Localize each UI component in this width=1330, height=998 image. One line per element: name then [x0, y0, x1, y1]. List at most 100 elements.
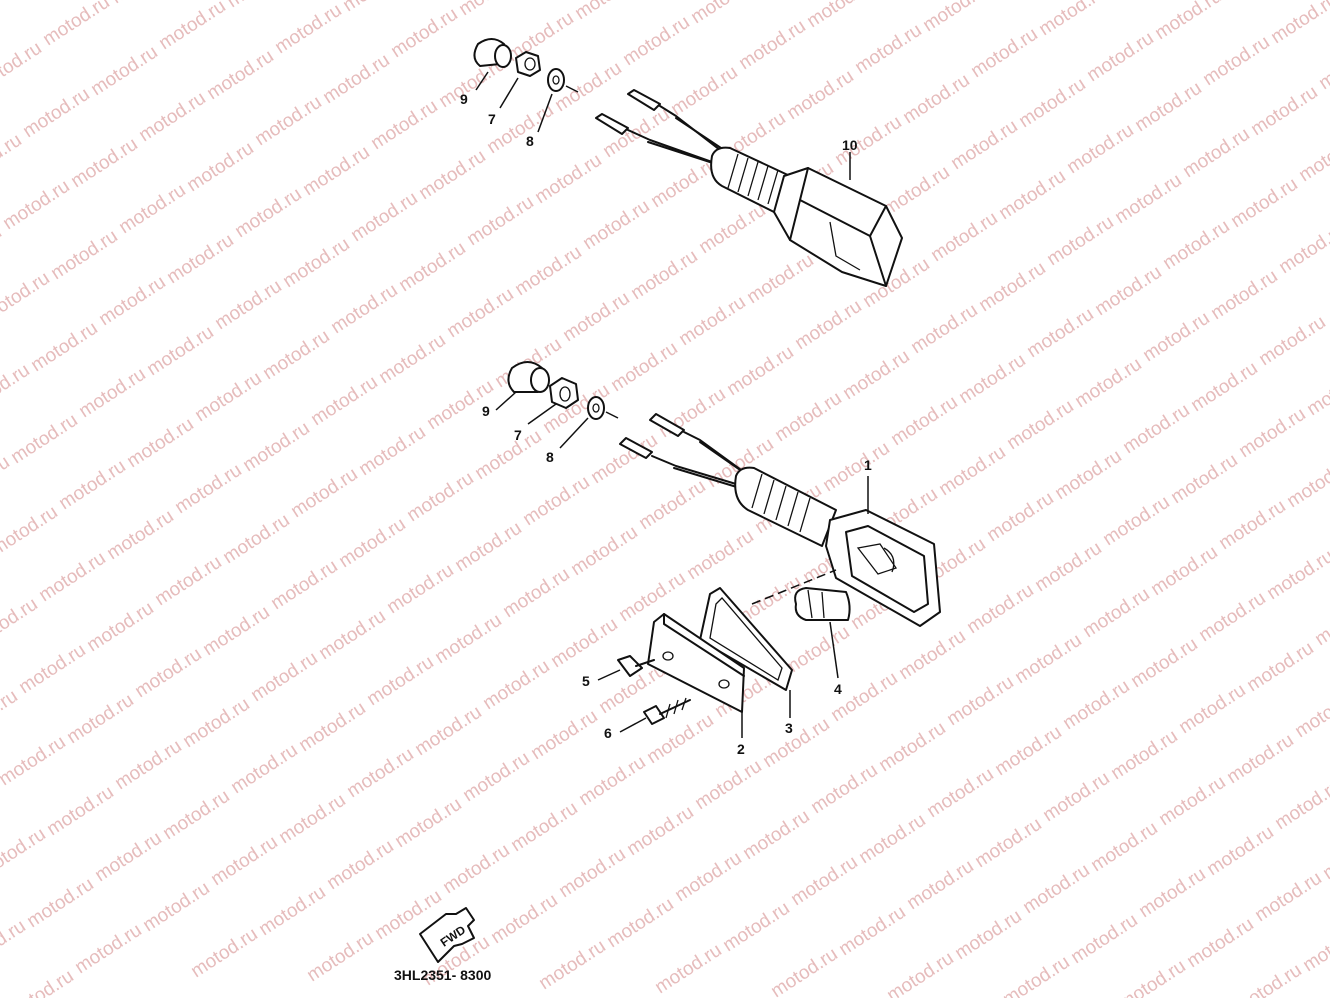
lower-screw-5 — [617, 655, 655, 677]
watermark-text: motod.ru — [459, 748, 533, 806]
callout-lower-1: 1 — [864, 457, 872, 473]
watermark-text: motod.ru — [1251, 868, 1325, 926]
watermark-text: motod.ru — [383, 560, 457, 618]
watermark-text: motod.ru — [27, 318, 101, 376]
watermark-text: motod.ru — [1223, 730, 1297, 788]
watermark-text: motod.ru — [691, 756, 765, 814]
watermark-text: motod.ru — [0, 176, 74, 234]
watermark-text: motod.ru — [1187, 358, 1261, 416]
lower-gasket-3 — [699, 587, 793, 691]
watermark-text: motod.ru — [791, 296, 865, 354]
watermark-text: motod.ru — [1195, 588, 1269, 646]
watermark-text: motod.ru — [339, 0, 413, 16]
watermark-text: motod.ru — [0, 268, 54, 326]
watermark-text: motod.ru — [1167, 450, 1241, 508]
watermark-text: motod.ru — [1207, 266, 1281, 324]
watermark-text: motod.ru — [143, 322, 217, 380]
watermark-text: motod.ru — [1319, 826, 1330, 884]
watermark-text: motod.ru — [463, 192, 537, 250]
callout-upper-8: 8 — [526, 133, 534, 149]
watermark-text: motod.ru — [91, 828, 165, 886]
watermark-text: motod.ru — [571, 0, 645, 24]
watermark-text: motod.ru — [759, 714, 833, 772]
watermark-text: motod.ru — [223, 0, 297, 12]
watermark-text: motod.ru — [431, 610, 505, 668]
watermark-text: motod.ru — [971, 814, 1045, 872]
watermark-text: motod.ru — [835, 902, 909, 960]
watermark-text: motod.ru — [687, 0, 761, 28]
watermark-text: motod.ru — [503, 8, 577, 66]
watermark-text: motod.ru — [567, 522, 641, 580]
watermark-text: motod.ru — [271, 0, 345, 58]
watermark-text: motod.ru — [43, 782, 117, 840]
watermark-text: motod.ru — [0, 916, 30, 974]
watermark-text: motod.ru — [695, 200, 769, 258]
watermark-text: motod.ru — [1011, 630, 1085, 688]
watermark-text: motod.ru — [335, 514, 409, 572]
watermark-text: motod.ru — [179, 694, 253, 752]
watermark-text: motod.ru — [1059, 676, 1133, 734]
watermark-text: motod.ru — [1043, 212, 1117, 270]
watermark-text: motod.ru — [907, 300, 981, 358]
watermark-text: motod.ru — [55, 456, 129, 514]
watermark-text: motod.ru — [995, 166, 1069, 224]
watermark-text: motod.ru — [771, 388, 845, 446]
watermark-text: motod.ru — [227, 740, 301, 798]
watermark-text: motod.ru — [963, 580, 1037, 638]
watermark-text: motod.ru — [1087, 818, 1161, 876]
watermark-text: motod.ru — [899, 70, 973, 128]
watermark-text: motod.ru — [767, 944, 841, 998]
watermark-text: motod.ru — [851, 20, 925, 78]
watermark-text: motod.ru — [35, 548, 109, 606]
lower-bulb-4 — [794, 587, 851, 621]
watermark-text: motod.ru — [1071, 354, 1145, 412]
watermark-text: motod.ru — [307, 372, 381, 430]
watermark-text: motod.ru — [0, 686, 22, 744]
watermark-text: motod.ru — [1283, 454, 1330, 512]
upper-nut-7 — [515, 51, 541, 77]
watermark-text: motod.ru — [1275, 220, 1330, 278]
watermark-text: motod.ru — [1183, 914, 1257, 972]
callout-lower-5: 5 — [582, 673, 590, 689]
watermark-text: motod.ru — [1159, 216, 1233, 274]
watermark-text: motod.ru — [927, 208, 1001, 266]
watermark-text: motod.ru — [183, 138, 257, 196]
lower-lens-2 — [647, 613, 745, 713]
watermark-text: motod.ru — [875, 718, 949, 776]
watermark-text: motod.ru — [1131, 78, 1205, 136]
watermark-text: motod.ru — [667, 62, 741, 120]
watermark-text: motod.ru — [955, 350, 1029, 408]
upper-turn-signal-assembly: 9 7 8 10 — [460, 38, 903, 287]
watermark-text: motod.ru — [1099, 492, 1173, 550]
watermark-text: motod.ru — [1063, 120, 1137, 178]
watermark-text: motod.ru — [0, 594, 42, 652]
watermark-text: motod.ru — [1271, 776, 1330, 834]
watermark-text: motod.ru — [655, 384, 729, 442]
callout-upper-7: 7 — [488, 111, 496, 127]
watermark-text: motod.ru — [111, 736, 185, 794]
watermark-text: motod.ru — [615, 568, 689, 626]
watermark-text: motod.ru — [107, 0, 181, 8]
watermark-text: motod.ru — [1135, 864, 1209, 922]
watermark-text: motod.ru — [1311, 592, 1330, 650]
watermark-text: motod.ru — [991, 722, 1065, 780]
watermark-text: motod.ru — [983, 488, 1057, 546]
watermark-text: motod.ru — [487, 890, 561, 948]
watermark-text: motod.ru — [1155, 772, 1229, 830]
callout-upper-10: 10 — [842, 137, 858, 153]
watermark-text: motod.ru — [947, 116, 1021, 174]
reference-number: 3HL2351- 8300 — [394, 967, 492, 983]
watermark-text: motod.ru — [743, 250, 817, 308]
watermark-text: motod.ru — [327, 280, 401, 338]
watermark-text: motod.ru — [519, 472, 593, 530]
watermark-text: motod.ru — [67, 134, 141, 192]
upper-wire-connectors — [595, 89, 725, 165]
watermark-text: motod.ru — [975, 258, 1049, 316]
watermark-text: motod.ru — [319, 50, 393, 108]
watermark-text: motod.ru — [879, 162, 953, 220]
watermark-text: motod.ru — [259, 326, 333, 384]
watermark-text: motod.ru — [367, 96, 441, 154]
watermark-text: motod.ru — [527, 706, 601, 764]
watermark-text: motod.ru — [1127, 634, 1201, 692]
watermark-text: motod.ru — [555, 844, 629, 902]
